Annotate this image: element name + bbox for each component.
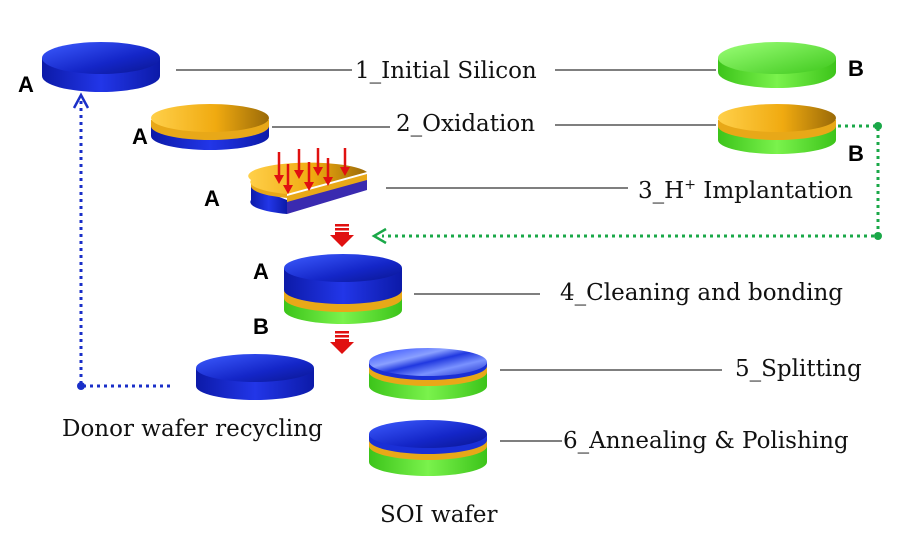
implantation-arrows (274, 148, 350, 194)
implant-arrow (340, 148, 350, 176)
bonded-wafer-stack (284, 254, 402, 324)
implant-arrow (323, 158, 333, 186)
process-arrow-down-2 (330, 331, 354, 354)
wafer-b-transfer-path (371, 122, 882, 245)
wafer-a-oxidized (151, 104, 269, 150)
wafer-b-oxidized (718, 104, 836, 154)
soi-wafer (369, 420, 487, 476)
wafer-b-label-1: B (848, 56, 864, 81)
implant-arrow (304, 162, 314, 191)
recycling-path (72, 92, 170, 390)
wafer-b-label-2: B (848, 141, 864, 166)
wafer-a-label-1: A (18, 72, 34, 97)
wafer-b-label-4: B (253, 314, 269, 339)
implant-arrow (274, 152, 284, 184)
step-1-label: 1_Initial Silicon (355, 58, 537, 84)
split-wafer (369, 348, 487, 400)
step-5-label: 5_Splitting (735, 356, 862, 382)
soi-wafer-label: SOI wafer (380, 502, 498, 528)
implant-arrow (313, 148, 323, 176)
wafer-b-initial (718, 42, 836, 88)
step-3-label: 3_H+ Implantation (638, 177, 853, 204)
donor-wafer-recycled (196, 354, 314, 400)
wafer-a-label-2: A (132, 124, 148, 149)
wafer-a-label-4: A (253, 259, 269, 284)
wafer-a-initial (42, 42, 160, 92)
process-arrow-down-1 (330, 224, 354, 247)
recycling-label: Donor wafer recycling (62, 416, 323, 442)
step-6-label: 6_Annealing & Polishing (563, 428, 849, 454)
step-4-label: 4_Cleaning and bonding (560, 280, 843, 306)
step-2-label: 2_Oxidation (396, 111, 535, 137)
implant-arrow (283, 164, 293, 194)
implant-arrow (294, 149, 304, 179)
wafer-a-label-3: A (204, 186, 220, 211)
